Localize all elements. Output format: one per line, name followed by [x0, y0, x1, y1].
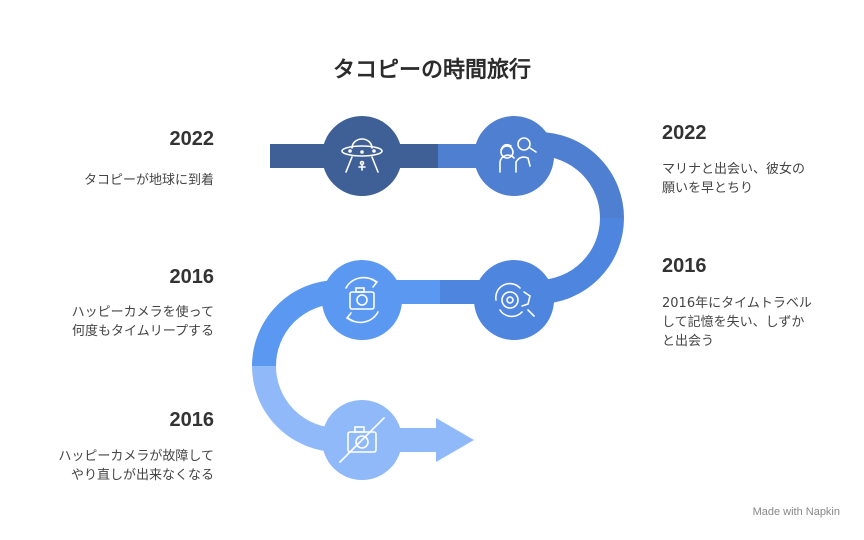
memory-loss-icon [495, 282, 535, 318]
broken-camera-icon [339, 417, 385, 463]
camera-loop-icon [345, 276, 379, 324]
meeting-icon [499, 137, 537, 173]
stage-2-circle [474, 116, 554, 196]
stage-4-circle [322, 260, 402, 340]
stage-3-circle [474, 260, 554, 340]
event-4-text: ハッピーカメラを使って 何度もタイムリープする [71, 305, 214, 339]
diagram-title: タコピーの時間旅行 [332, 58, 531, 83]
event-1-year: 2022 [169, 128, 215, 150]
event-3-year: 2016 [662, 255, 707, 277]
event-3-text: 2016年にタイムトラベル して記憶を失い、しずか と出会う [662, 296, 812, 349]
event-5-year: 2016 [169, 409, 215, 431]
event-1-text: タコピーが地球に到着 [83, 173, 214, 188]
path-arrowhead [436, 418, 474, 462]
event-5-text: ハッピーカメラが故障して やり直しが出来なくなる [58, 449, 214, 483]
ufo-icon [341, 138, 383, 173]
event-2-text: マリナと出会い、彼女の 願いを早とちり [662, 162, 806, 196]
event-2-year: 2022 [662, 122, 707, 144]
event-4-year: 2016 [169, 266, 215, 288]
napkin-watermark: Made with Napkin [752, 506, 840, 518]
path-curve-right-top [537, 132, 624, 219]
